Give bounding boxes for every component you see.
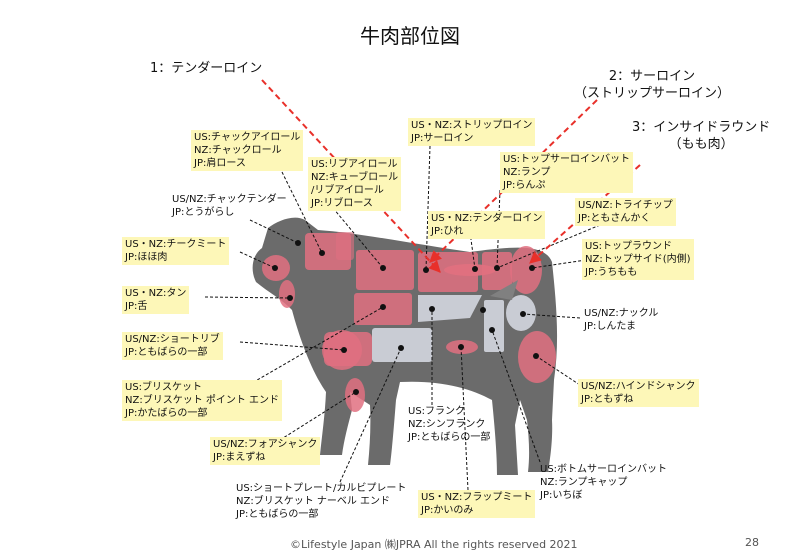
cut-fore-shank — [345, 378, 365, 412]
cut-flank — [418, 295, 482, 322]
page-title: 牛肉部位図 — [360, 24, 460, 48]
callout-sirloin: 2：サーロイン （ストリップサーロイン） — [574, 69, 731, 101]
cut-tongue — [279, 280, 295, 308]
cut-tenderloin — [444, 264, 496, 276]
callout-tenderloin: 1：テンダーロイン — [150, 61, 263, 76]
page-number: 28 — [745, 536, 759, 549]
cut-short-plate — [372, 328, 432, 362]
cut-short-rib — [324, 332, 372, 366]
callout-inside-round: 3：インサイドラウンド （もも肉） — [632, 120, 771, 152]
footer-copyright: ©Lifestyle Japan ㈱JPRA All the rights re… — [290, 538, 578, 551]
cut-tri-tip — [490, 280, 518, 300]
cut-knuckle-inner — [484, 300, 504, 352]
cut-cheek-head — [336, 232, 354, 260]
